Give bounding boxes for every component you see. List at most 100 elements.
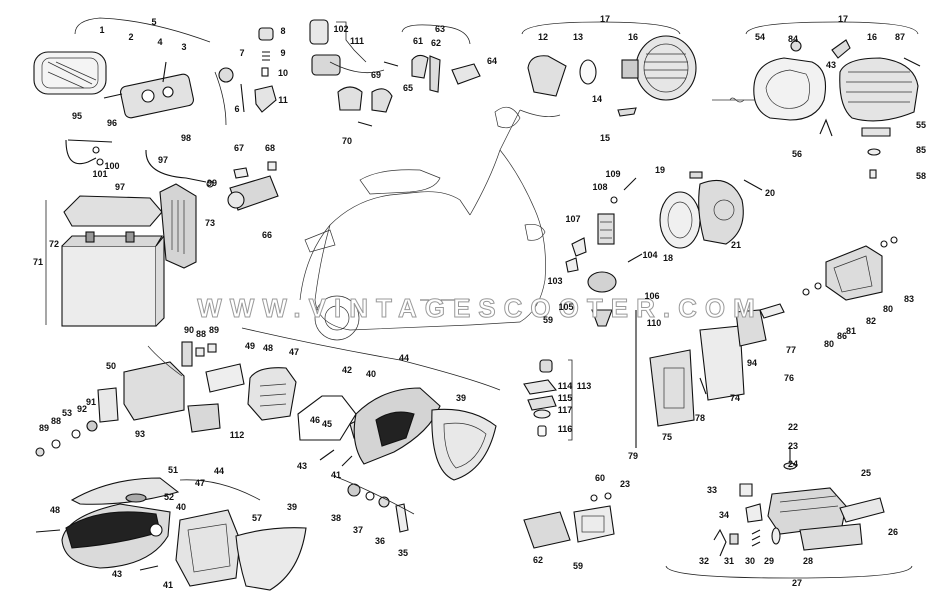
callout-label: 58 <box>916 171 926 181</box>
callout-label: 48 <box>263 343 273 353</box>
callout-label: 100 <box>104 161 119 171</box>
callout-label: 91 <box>86 397 96 407</box>
callout-label: 17 <box>600 14 610 24</box>
callout-label: 55 <box>916 120 926 130</box>
callout-label: 19 <box>655 165 665 175</box>
callout-label: 1 <box>99 25 104 35</box>
callout-label: 29 <box>764 556 774 566</box>
callout-label: 7 <box>239 48 244 58</box>
callout-label: 97 <box>115 182 125 192</box>
callout-label: 82 <box>866 316 876 326</box>
ignition-switch-group <box>309 19 393 127</box>
callout-label: 51 <box>168 465 178 475</box>
callout-label: 56 <box>792 149 802 159</box>
callout-label: 23 <box>620 479 630 489</box>
callout-label: 101 <box>92 169 107 179</box>
callout-label: 14 <box>592 94 602 104</box>
callout-label: 95 <box>72 111 82 121</box>
callout-label: 37 <box>353 525 363 535</box>
tail-light-assembly <box>33 17 211 119</box>
scooter-outline <box>299 106 561 341</box>
callout-label: 84 <box>788 34 798 44</box>
callout-label: 94 <box>747 358 757 368</box>
callout-label: 12 <box>538 32 548 42</box>
callout-label: 42 <box>342 365 352 375</box>
callout-label: 41 <box>331 470 341 480</box>
callout-label: 10 <box>278 68 288 78</box>
rear-lamp-right <box>802 236 898 301</box>
callout-label: 90 <box>184 325 194 335</box>
callout-label: 8 <box>280 26 285 36</box>
callout-label: 89 <box>209 325 219 335</box>
junction-socket <box>523 492 615 549</box>
callout-label: 48 <box>50 505 60 515</box>
callout-label: 16 <box>867 32 877 42</box>
callout-label: 33 <box>707 485 717 495</box>
callout-label: 31 <box>724 556 734 566</box>
callout-label: 108 <box>592 182 607 192</box>
callout-label: 81 <box>846 326 856 336</box>
contact-breaker-small-parts <box>523 359 573 441</box>
callout-label: 50 <box>106 361 116 371</box>
callout-label: 44 <box>399 353 409 363</box>
callout-label: 85 <box>916 145 926 155</box>
callout-label: 102 <box>333 24 348 34</box>
callout-label: 52 <box>164 492 174 502</box>
rectifier-block <box>35 341 221 457</box>
callout-label: 13 <box>573 32 583 42</box>
callout-label: 98 <box>181 133 191 143</box>
callout-label: 36 <box>375 536 385 546</box>
callout-label: 114 <box>558 381 573 391</box>
callout-label: 26 <box>888 527 898 537</box>
callout-label: 104 <box>642 250 657 260</box>
callout-label: 76 <box>784 373 794 383</box>
callout-label: 88 <box>196 329 206 339</box>
callout-label: 99 <box>207 178 217 188</box>
callout-label: 3 <box>181 42 186 52</box>
callout-label: 60 <box>595 473 605 483</box>
callout-label: 75 <box>662 432 672 442</box>
callout-label: 62 <box>533 555 543 565</box>
callout-label: 5 <box>151 17 156 27</box>
callout-label: 116 <box>558 424 573 434</box>
callout-label: 4 <box>157 37 162 47</box>
callout-label: 67 <box>234 143 244 153</box>
callout-label: 80 <box>824 339 834 349</box>
callout-label: 39 <box>456 393 466 403</box>
callout-label: 11 <box>278 95 288 105</box>
callout-label: 24 <box>788 459 798 469</box>
callout-label: 103 <box>547 276 562 286</box>
callout-label: 72 <box>49 239 59 249</box>
callout-label: 22 <box>788 422 798 432</box>
callout-label: 93 <box>135 429 145 439</box>
callout-label: 40 <box>176 502 186 512</box>
callout-label: 34 <box>719 510 729 520</box>
callout-label: 70 <box>342 136 352 146</box>
callout-label: 80 <box>883 304 893 314</box>
callout-label: 88 <box>51 416 61 426</box>
callout-label: 46 <box>310 415 320 425</box>
callout-label: 77 <box>786 345 796 355</box>
kill-switch-assembly <box>665 446 913 579</box>
callout-label: 71 <box>33 257 43 267</box>
callout-label: 28 <box>803 556 813 566</box>
callout-label: 20 <box>765 188 775 198</box>
callout-label: 65 <box>403 83 413 93</box>
callout-label: 96 <box>107 118 117 128</box>
callout-label: 49 <box>245 341 255 351</box>
callout-label: 113 <box>577 381 592 391</box>
callout-label: 97 <box>158 155 168 165</box>
callout-label: 73 <box>205 218 215 228</box>
callout-label: 44 <box>214 466 224 476</box>
callout-label: 117 <box>558 405 573 415</box>
callout-label: 35 <box>398 548 408 558</box>
battery-cables <box>65 139 214 188</box>
callout-label: 107 <box>565 214 580 224</box>
washers-bolts <box>333 475 415 533</box>
callout-label: 27 <box>792 578 802 588</box>
callout-label: 59 <box>543 315 553 325</box>
callout-label: 57 <box>252 513 262 523</box>
callout-label: 16 <box>628 32 638 42</box>
